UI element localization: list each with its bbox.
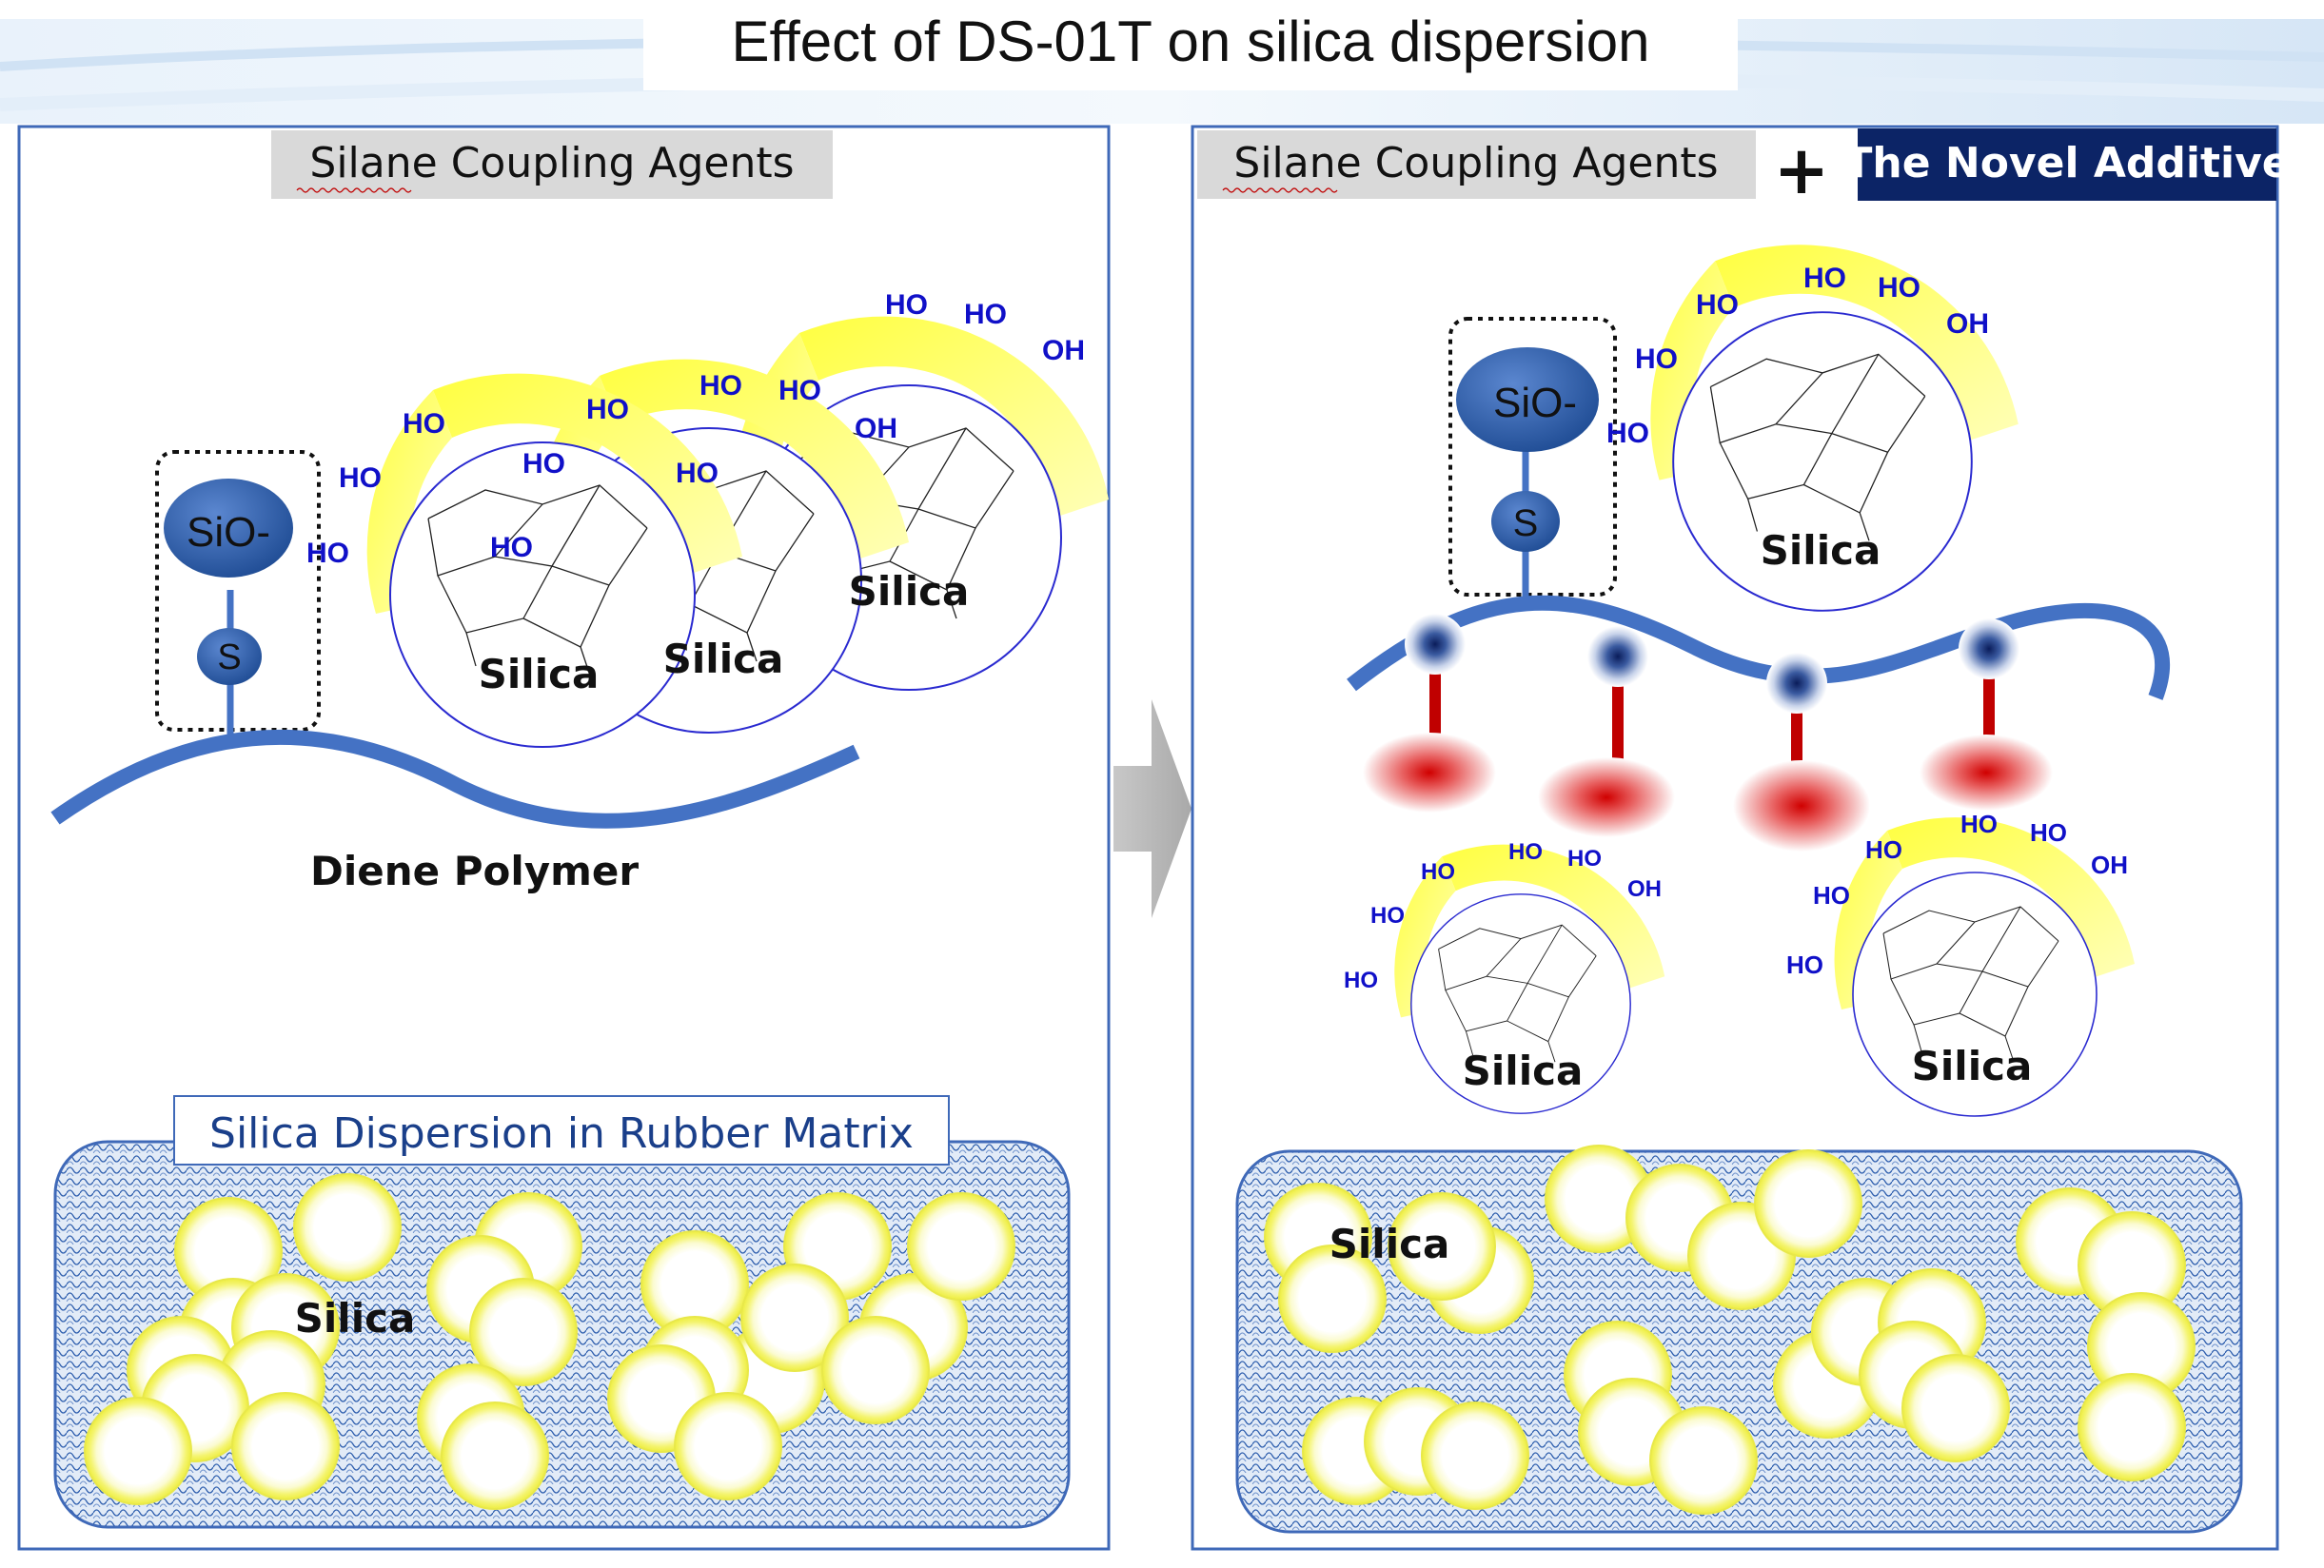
- right-ho-label: HO: [2030, 818, 2067, 847]
- right-ho-label: HO: [1508, 839, 1543, 865]
- left-ho-label: HO: [676, 458, 719, 489]
- left-matrix-silica-label: Silica: [295, 1295, 416, 1342]
- plus-sign: +: [1774, 131, 1830, 209]
- right-ho-label: HO: [1567, 846, 1602, 872]
- right-ho-label: HO: [1344, 968, 1378, 993]
- transition-arrow: [1113, 699, 1192, 918]
- right-ho-label: HO: [1606, 418, 1649, 449]
- right-ho-label: HO: [1803, 263, 1846, 294]
- right-oh-label: OH: [1627, 876, 1662, 902]
- right-oh-label: OH: [2091, 851, 2128, 879]
- right-ho-label: HO: [1813, 881, 1850, 910]
- right-s-ellipse: [1491, 491, 1560, 552]
- right-ho-label: HO: [1960, 810, 1998, 838]
- left-ho-label: HO: [522, 448, 565, 480]
- left-silica-label: Silica: [479, 651, 600, 697]
- left-silica-label: Silica: [663, 636, 784, 682]
- right-silica-label: Silica: [1463, 1048, 1584, 1094]
- right-ho-label: HO: [1635, 343, 1678, 375]
- left-ho-label: HO: [339, 462, 382, 494]
- right-sio-ellipse: [1456, 347, 1599, 452]
- left-ho-label: HO: [699, 370, 742, 402]
- right-s-label: S: [1513, 502, 1539, 544]
- left-s-ellipse: [197, 628, 262, 685]
- right-header-label: Silane Coupling Agents: [1233, 139, 1718, 187]
- left-matrix-header-label: Silica Dispersion in Rubber Matrix: [209, 1109, 914, 1158]
- left-silica-label: Silica: [849, 568, 970, 615]
- left-ho-label: HO: [964, 299, 1007, 330]
- additive-box: [1858, 128, 2276, 201]
- left-ho-label: HO: [586, 394, 629, 425]
- left-ho-label: HO: [778, 375, 821, 406]
- left-ho-label: HO: [885, 289, 928, 321]
- right-ho-label: HO: [1865, 835, 1902, 864]
- additive-linkers: [1363, 614, 2053, 852]
- left-matrix-header-box: [173, 1095, 950, 1166]
- right-ho-label: HO: [1370, 903, 1405, 929]
- left-oh-label: OH: [1042, 335, 1085, 366]
- left-s-label: S: [217, 637, 241, 677]
- left-diene-polymer: [50, 729, 860, 829]
- left-oh-label: OH: [855, 413, 897, 444]
- title-box: [643, 0, 1738, 90]
- right-silica-label: Silica: [1761, 527, 1881, 574]
- left-ho-label: HO: [306, 538, 349, 569]
- left-sio-ellipse: [164, 479, 293, 578]
- left-sio-label: SiO-: [187, 509, 270, 556]
- page-title: Effect of DS-01T on silica dispersion: [732, 10, 1650, 73]
- left-polymer-label: Diene Polymer: [310, 848, 639, 894]
- left-coupling-agent-box: [155, 450, 321, 732]
- right-coupling-agent-box: [1448, 317, 1617, 597]
- right-matrix-silica-label: Silica: [1329, 1221, 1450, 1267]
- right-ho-label: HO: [1786, 951, 1823, 979]
- right-silica-label: Silica: [1912, 1043, 2033, 1089]
- additive-label: The Novel Additive: [1843, 139, 2290, 187]
- right-ho-label: HO: [1878, 272, 1920, 304]
- left-header-label: Silane Coupling Agents: [309, 139, 794, 187]
- right-diene-polymer: [1347, 595, 2170, 700]
- right-ho-label: HO: [1696, 289, 1739, 321]
- left-header-box: [271, 130, 833, 199]
- right-ho-label: HO: [1421, 859, 1455, 885]
- left-ho-label: HO: [403, 408, 445, 440]
- left-ho-label: HO: [490, 532, 533, 563]
- right-oh-label: OH: [1946, 308, 1989, 340]
- right-header-box: [1197, 130, 1756, 199]
- right-sio-label: SiO-: [1493, 380, 1577, 426]
